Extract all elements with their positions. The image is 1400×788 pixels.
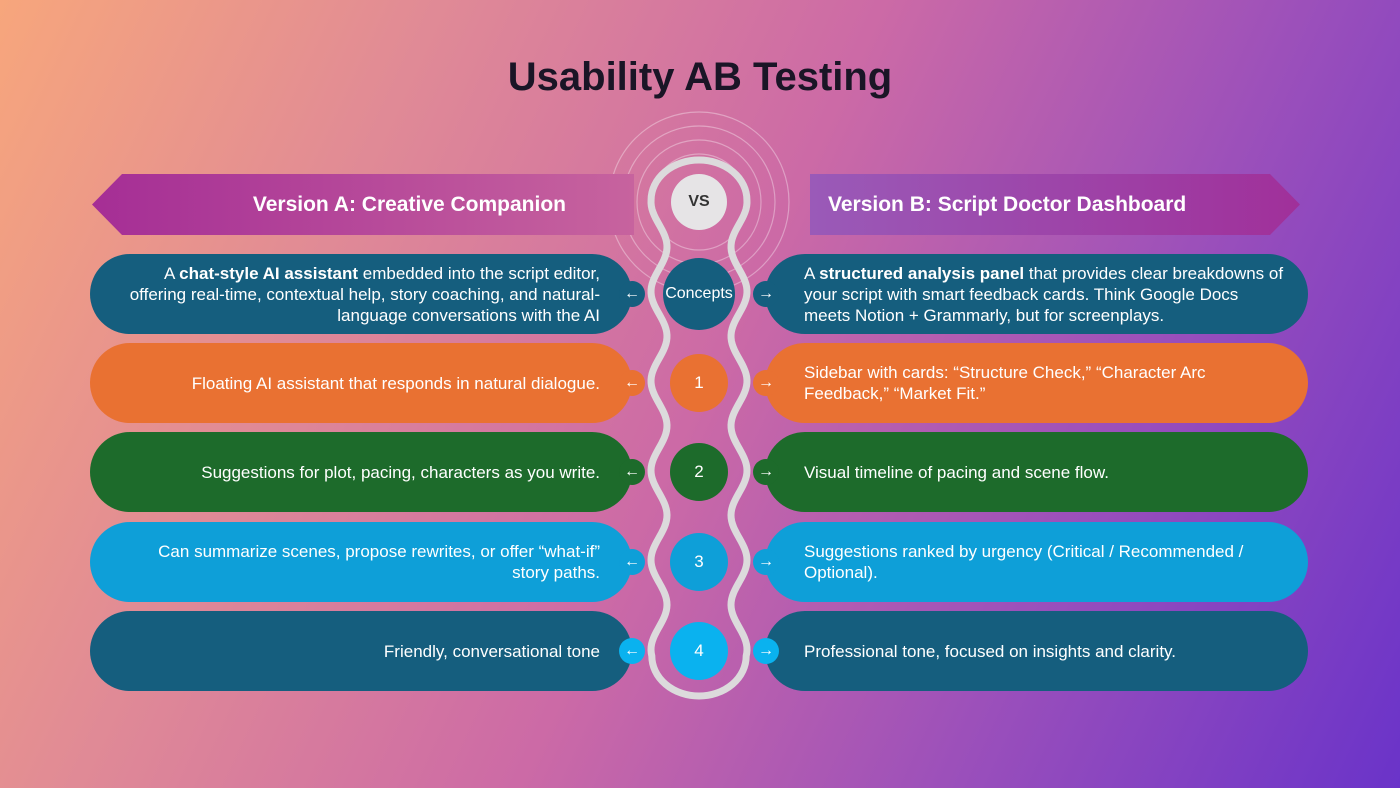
version-a-banner: Version A: Creative Companion xyxy=(92,174,634,235)
arrow-left-icon: ← xyxy=(619,549,645,575)
b-text: Sidebar with cards: “Structure Check,” “… xyxy=(804,363,1206,403)
b-text: Suggestions ranked by urgency (Critical … xyxy=(804,542,1244,582)
version-b-item: Visual timeline of pacing and scene flow… xyxy=(765,432,1308,512)
arrow-left-icon: ← xyxy=(619,459,645,485)
b-text-bold: structured analysis panel xyxy=(819,263,1025,283)
b-text: Visual timeline of pacing and scene flow… xyxy=(804,462,1109,482)
version-a-item: Friendly, conversational tone xyxy=(90,611,632,691)
version-b-item: Sidebar with cards: “Structure Check,” “… xyxy=(765,343,1308,423)
arrow-right-icon: → xyxy=(753,459,779,485)
b-text-pre: A xyxy=(804,263,820,283)
arrow-left-icon: ← xyxy=(619,281,645,307)
a-text: Friendly, conversational tone xyxy=(383,641,600,661)
version-b-title: Version B: Script Doctor Dashboard xyxy=(828,192,1187,216)
arrow-right-icon: → xyxy=(753,281,779,307)
version-a-item: A chat-style AI assistant embedded into … xyxy=(90,254,632,334)
row-node-2: 2 xyxy=(670,443,728,501)
arrow-right-icon: → xyxy=(753,370,779,396)
b-text: A structured analysis panel that provide… xyxy=(804,263,1284,326)
a-text: Suggestions for plot, pacing, characters… xyxy=(201,462,600,482)
arrow-left-icon: ← xyxy=(619,370,645,396)
row-node-1: 1 xyxy=(670,354,728,412)
vs-badge: VS xyxy=(671,174,727,230)
chain-outline xyxy=(647,156,751,700)
b-text-post: that provides clear breakdowns of your s… xyxy=(804,263,1284,325)
a-text: Floating AI assistant that responds in n… xyxy=(191,373,600,393)
version-b-item: Professional tone, focused on insights a… xyxy=(765,611,1308,691)
version-a-item: Suggestions for plot, pacing, characters… xyxy=(90,432,632,512)
arrow-left-icon: ← xyxy=(619,638,645,664)
a-text: A chat-style AI assistant embedded into … xyxy=(120,263,600,326)
row-node-0: Concepts xyxy=(663,258,735,330)
arrow-right-icon: → xyxy=(753,549,779,575)
row-node-3: 3 xyxy=(670,533,728,591)
arrow-right-icon: → xyxy=(753,638,779,664)
version-b-banner: Version B: Script Doctor Dashboard xyxy=(810,174,1300,235)
row-node-4: 4 xyxy=(670,622,728,680)
version-a-item: Can summarize scenes, propose rewrites, … xyxy=(90,522,632,602)
version-b-item: Suggestions ranked by urgency (Critical … xyxy=(765,522,1308,602)
page-title: Usability AB Testing xyxy=(507,55,893,99)
a-text-bold: chat-style AI assistant xyxy=(179,263,359,283)
a-text: Can summarize scenes, propose rewrites, … xyxy=(158,542,600,582)
b-text: Professional tone, focused on insights a… xyxy=(804,641,1177,661)
version-a-item: Floating AI assistant that responds in n… xyxy=(90,343,632,423)
a-text-post: embedded into the script editor, offerin… xyxy=(129,263,600,325)
version-a-title: Version A: Creative Companion xyxy=(252,192,566,216)
version-b-item: A structured analysis panel that provide… xyxy=(765,254,1308,334)
a-text-pre: A xyxy=(164,263,180,283)
